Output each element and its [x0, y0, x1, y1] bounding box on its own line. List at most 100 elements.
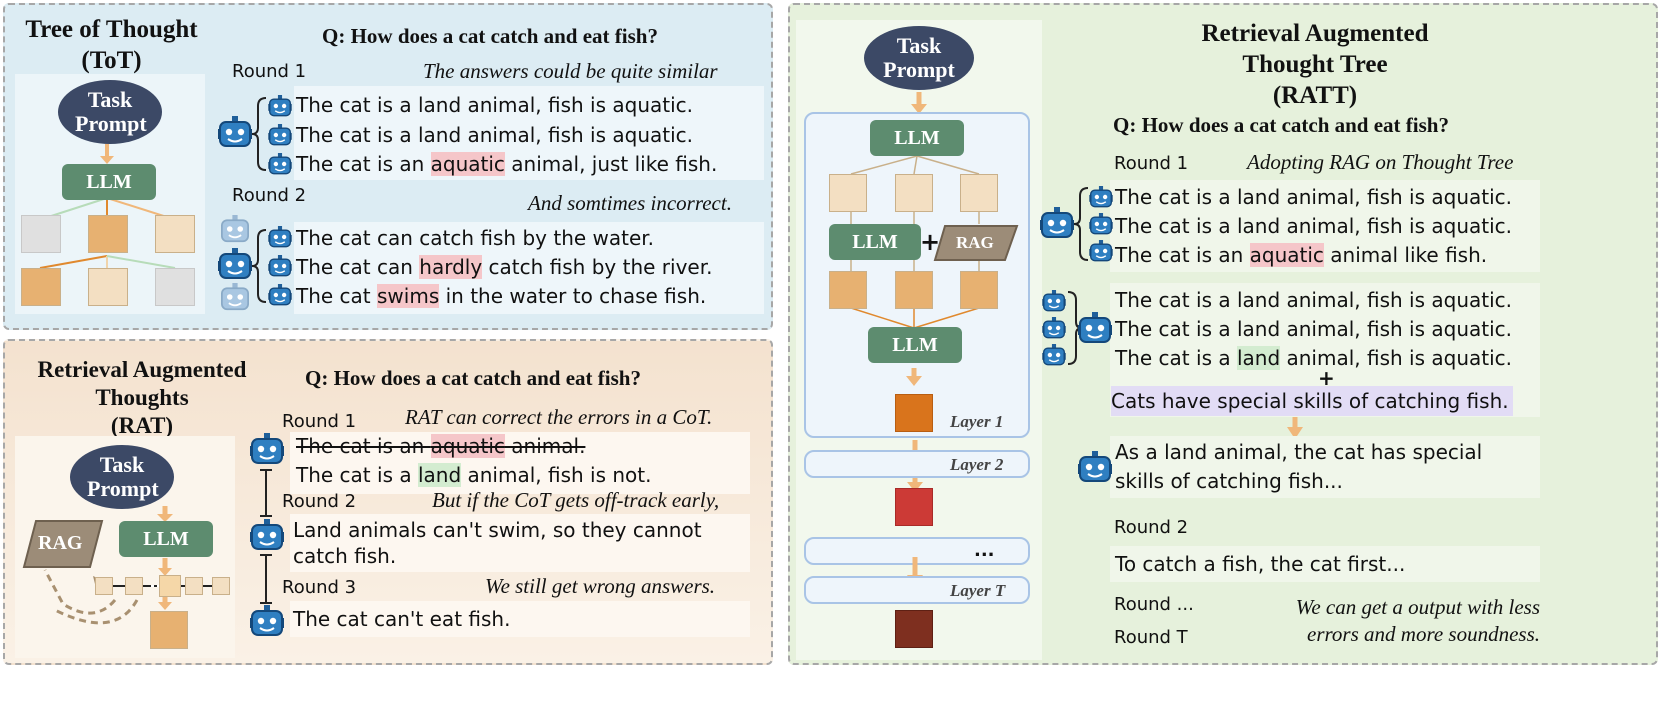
ratt-plus: + [920, 228, 941, 256]
ratt-b2-b3-pre: The cat is a [1115, 346, 1237, 370]
robot-icon [250, 433, 284, 464]
tot-question: Q: How does a cat catch and eat fish? [322, 24, 658, 48]
ratt-title: Retrieval Augmented Thought Tree (RATT) [1110, 18, 1520, 111]
rat-title-line3: (RAT) [110, 413, 174, 438]
tot-title-line2: (ToT) [81, 47, 142, 74]
robot-icon [1089, 213, 1113, 235]
rat-round3-label: Round 3 [282, 577, 357, 598]
rat-r1-fix-highlight: land [417, 463, 462, 487]
ratt-layerT-label: Layer T [950, 581, 1006, 600]
rat-r1-bg [290, 432, 750, 494]
ratt-llm-mid-label: LLM [852, 230, 898, 253]
ratt-b1-a3-pre: The cat is an [1115, 243, 1250, 267]
rat-llm: LLM [119, 521, 213, 557]
rat-rag-box [22, 520, 104, 568]
ratt-llm-bottom: LLM [868, 327, 962, 363]
rat-note2: But if the CoT gets off-track early, [432, 488, 720, 512]
tot-node [21, 268, 61, 306]
ratt-title-line2: Thought Tree [1242, 51, 1388, 78]
ratt-layer1-output [895, 394, 933, 432]
ratt-llm-top-label: LLM [894, 126, 940, 149]
robot-icon [250, 605, 284, 636]
ratt-note1: Adopting RAG on Thought Tree [1247, 150, 1514, 174]
robot-icon [1042, 344, 1066, 366]
robot-icon [268, 255, 292, 277]
tot-note2: And somtimes incorrect. [528, 191, 732, 215]
rat-r1-fix-pre: The cat is a [296, 463, 418, 487]
tot-r2-a3-highlight: swims [377, 284, 440, 308]
rat-r2-answer-line1: Land animals can't swim, so they cannot [293, 518, 702, 542]
ratt-block3-bg [1110, 436, 1540, 498]
ratt-r2-answer: To catch a fish, the cat first... [1115, 552, 1406, 576]
tot-node [21, 215, 61, 253]
ratt-rag-box [933, 225, 1019, 261]
robot-icon [1089, 240, 1113, 262]
robot-icon [1078, 312, 1112, 343]
ratt-llm-bottom-label: LLM [892, 333, 938, 356]
tot-round1-label: Round 1 [232, 61, 307, 82]
tot-r2-answer-3: The cat swims in the water to chase fish… [296, 281, 706, 311]
rat-llm-label: LLM [143, 527, 189, 550]
rat-chain-node [125, 577, 143, 595]
rat-r1-corrected-answer: The cat is a land animal, fish is not. [296, 460, 652, 490]
ratt-round1-label: Round 1 [1114, 153, 1189, 174]
ratt-node [829, 271, 867, 309]
robot-icon-faded [221, 283, 249, 311]
ratt-title-line3: (RATT) [1272, 82, 1358, 109]
rat-note1: RAT can correct the errors in a CoT. [405, 405, 713, 429]
rat-r2-answer-line2: catch fish. [293, 544, 397, 568]
robot-icon [218, 116, 252, 147]
ratt-note-end-line2: errors and more soundness. [1307, 622, 1540, 646]
tot-r2-answer-1: The cat can catch fish by the water. [296, 226, 655, 250]
ratt-node [960, 271, 998, 309]
ratt-b1-answer-1: The cat is a land animal, fish is aquati… [1115, 185, 1513, 209]
tot-round2-answers-bg [294, 222, 764, 314]
ratt-note-end-line1: We can get a output with less [1295, 595, 1540, 619]
ratt-layerT-output [895, 610, 933, 648]
tot-tree-lines [39, 144, 176, 269]
robot-icon [1078, 451, 1112, 482]
tot-r2-a3-pre: The cat [296, 284, 378, 308]
rat-r1-strike-highlight: aquatic [430, 434, 505, 458]
rat-title-line2: Thoughts [95, 385, 189, 410]
ratt-node [895, 271, 933, 309]
tot-r1-brace [252, 97, 267, 171]
ratt-b1-a3-highlight: aquatic [1249, 243, 1324, 267]
ratt-b2-answer-3: The cat is a land animal, fish is aquati… [1115, 343, 1512, 373]
ratt-title-line1: Retrieval Augmented [1201, 20, 1429, 47]
robot-icon [268, 95, 292, 117]
tot-r1-answer-3: The cat is an aquatic animal, just like … [296, 149, 717, 179]
rat-round1-label: Round 1 [282, 411, 357, 432]
ratt-round-dots-label: Round ... [1114, 594, 1194, 615]
rat-r1-strike-post: animal. [504, 434, 586, 458]
rat-task-prompt: Task Prompt [70, 445, 174, 509]
ratt-arrow [911, 92, 927, 114]
ratt-layer2-label: Layer 2 [950, 455, 1004, 474]
ratt-llm-top: LLM [870, 120, 964, 156]
ratt-node [960, 174, 998, 212]
ratt-task-prompt-label: Task Prompt [883, 33, 955, 82]
rat-chain-link [260, 554, 272, 604]
tot-title-line1: Tree of Thought [25, 16, 198, 43]
ratt-node [829, 174, 867, 212]
robot-icon [1089, 186, 1113, 208]
ratt-b2-b3-post: animal, fish is aquatic. [1280, 346, 1513, 370]
rat-output-node [150, 611, 188, 649]
rat-question: Q: How does a cat catch and eat fish? [305, 366, 641, 390]
robot-icon [268, 284, 292, 306]
ratt-b1-answer-3: The cat is an aquatic animal like fish. [1115, 240, 1487, 270]
ratt-plus-2: + [1318, 366, 1335, 390]
ratt-b1-answer-2: The cat is a land animal, fish is aquati… [1115, 214, 1513, 238]
tot-r2-a2-pre: The cat can [296, 255, 420, 279]
ratt-b2-b3-highlight: land [1236, 346, 1281, 370]
rat-task-prompt-label: Task Prompt [87, 452, 159, 501]
ratt-b2-answer-1: The cat is a land animal, fish is aquati… [1115, 288, 1513, 312]
tot-task-prompt: Task Prompt [58, 80, 162, 144]
ratt-block1-bg [1110, 180, 1540, 272]
tot-task-prompt-label: Task Prompt [75, 87, 147, 136]
tot-node [155, 268, 195, 306]
robot-icon [268, 226, 292, 248]
ratt-b1-a3-post: animal like fish. [1323, 243, 1488, 267]
tot-r2-a3-post: in the water to chase fish. [439, 284, 707, 308]
tot-llm-label: LLM [86, 170, 132, 193]
